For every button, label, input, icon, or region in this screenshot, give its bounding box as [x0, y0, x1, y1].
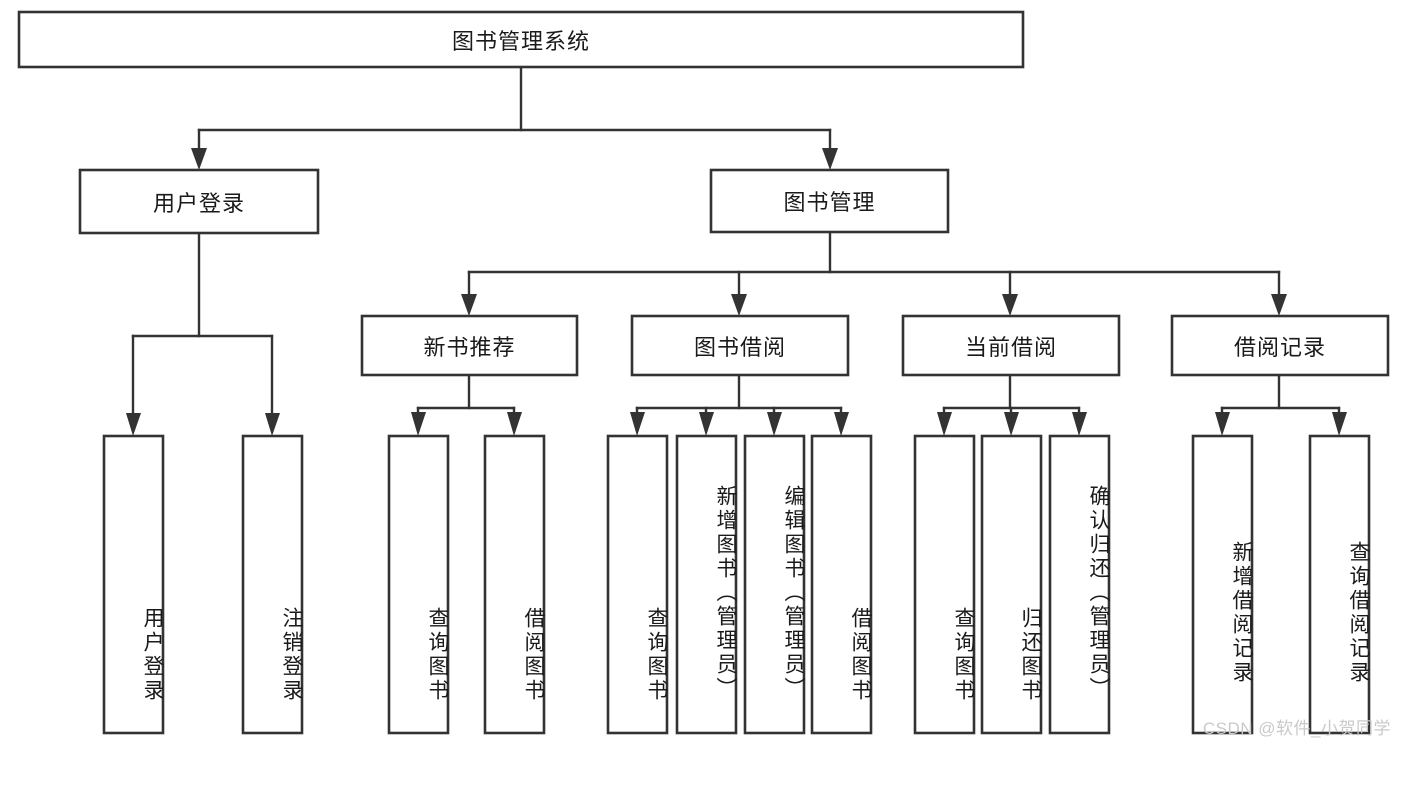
- connector-new-book-recommend-to-leaves: [411, 373, 522, 436]
- node-book-borrow[interactable]: [630, 314, 850, 377]
- node-borrow-record[interactable]: [1170, 314, 1390, 377]
- node-leaf-borrow-book-1[interactable]: [483, 434, 546, 735]
- connector-current-borrow-to-leaves: [937, 373, 1087, 436]
- connector-book-manage-to-level3: [461, 230, 1287, 316]
- node-leaf-return-book[interactable]: [980, 434, 1043, 735]
- connector-user-login-to-leaves: [126, 231, 280, 436]
- node-leaf-edit-book[interactable]: [743, 434, 806, 735]
- node-leaf-add-record[interactable]: [1191, 434, 1254, 735]
- node-leaf-borrow-book-2[interactable]: [810, 434, 873, 735]
- node-leaf-logout-login[interactable]: [241, 434, 304, 735]
- node-leaf-user-login[interactable]: [102, 434, 165, 735]
- node-book-manage[interactable]: [709, 168, 950, 234]
- node-leaf-query-book-2[interactable]: [606, 434, 669, 735]
- connector-root-to-level2: [191, 65, 838, 170]
- node-leaf-confirm-return[interactable]: [1048, 434, 1111, 735]
- node-leaf-add-book[interactable]: [675, 434, 738, 735]
- node-user-login[interactable]: [78, 168, 320, 235]
- node-leaf-query-record[interactable]: [1308, 434, 1371, 735]
- connector-book-borrow-to-leaves: [630, 373, 849, 436]
- node-leaf-query-book-3[interactable]: [913, 434, 976, 735]
- tree-diagram-svg: [17, 10, 1390, 735]
- diagram-canvas: 图书管理系统 用户登录 图书管理 新书推荐 图书借阅 当前借阅 借阅记录 用户登…: [17, 10, 1390, 738]
- node-new-book-recommend[interactable]: [360, 314, 579, 377]
- node-leaf-query-book-1[interactable]: [387, 434, 450, 735]
- connector-borrow-record-to-leaves: [1215, 373, 1347, 436]
- node-current-borrow[interactable]: [901, 314, 1121, 377]
- node-root[interactable]: [17, 10, 1025, 69]
